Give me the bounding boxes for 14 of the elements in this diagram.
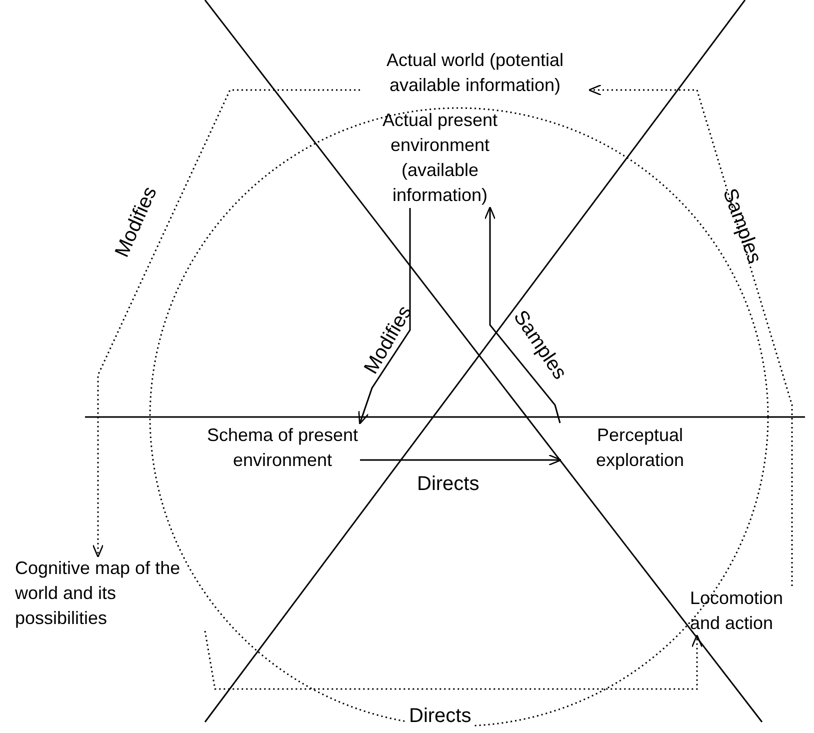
arrow xyxy=(588,84,793,586)
region-label: Perceptual exploration xyxy=(560,423,720,473)
region-label: Locomotion and action xyxy=(690,586,810,636)
arrow xyxy=(358,208,411,425)
arrow xyxy=(484,206,561,424)
region-label: Cognitive map of the world and its possibilities xyxy=(15,556,205,631)
arrow xyxy=(92,89,360,558)
region-label: Schema of present environment xyxy=(205,423,360,473)
edge-label: Directs xyxy=(407,705,474,727)
edge-label: Samples xyxy=(718,184,766,268)
region-label: Actual world (potential available information) xyxy=(360,48,590,98)
region-label: Actual present environment (available information) xyxy=(355,108,525,208)
arrow xyxy=(204,630,703,690)
arrow xyxy=(360,454,562,466)
